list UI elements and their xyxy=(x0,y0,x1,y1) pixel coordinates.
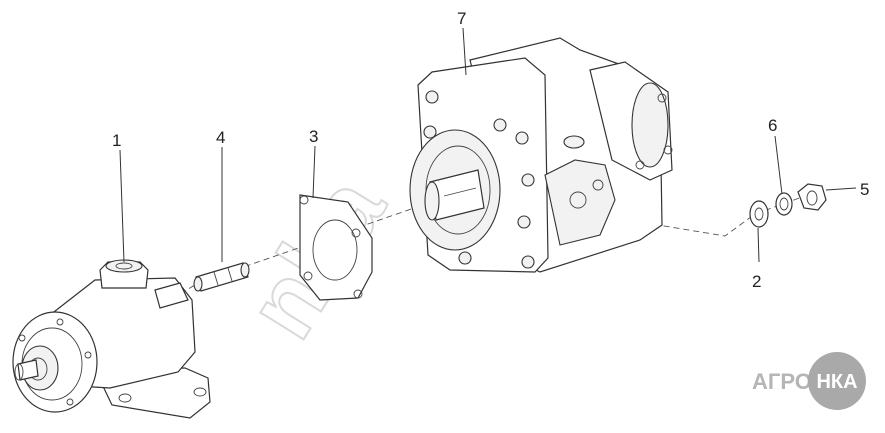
callout-5: 5 xyxy=(860,180,869,199)
part-3-gasket xyxy=(299,194,373,301)
part-4-pin xyxy=(193,262,250,292)
callout-labels: 1 4 3 7 2 6 5 xyxy=(112,9,869,291)
part-1-pump-housing xyxy=(12,259,211,419)
logo-text-right: НКА xyxy=(816,371,857,393)
callout-2: 2 xyxy=(752,272,761,291)
callout-6: 6 xyxy=(768,116,777,135)
callout-1: 1 xyxy=(112,131,121,150)
part-7-gear-pump xyxy=(409,37,673,273)
part-2-washer xyxy=(749,200,769,228)
callout-4: 4 xyxy=(216,128,225,147)
brand-logo: АГРО НКА xyxy=(752,352,866,410)
callout-3: 3 xyxy=(309,127,318,146)
part-6-spring-washer xyxy=(775,192,793,216)
logo-text-left: АГРО xyxy=(752,369,812,394)
leader-lines xyxy=(119,27,857,263)
part-5-nut xyxy=(797,183,827,211)
logo-badge xyxy=(808,352,866,410)
callout-7: 7 xyxy=(457,9,466,28)
